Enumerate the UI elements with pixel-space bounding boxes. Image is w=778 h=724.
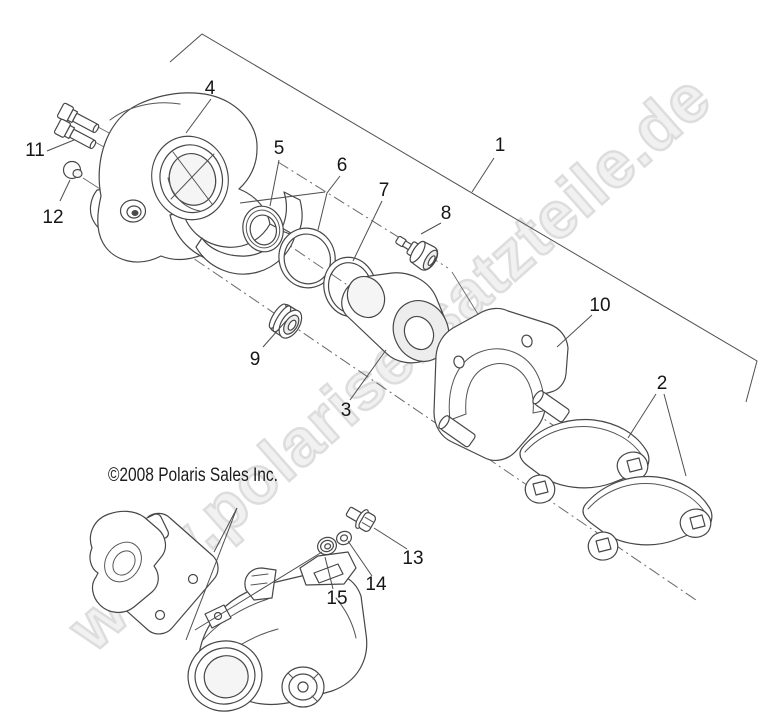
callout-6: 6 <box>337 155 348 176</box>
hub-carrier-drawing <box>187 551 368 712</box>
callout-leaders <box>46 98 687 590</box>
callout-4: 4 <box>205 78 216 99</box>
callout-15: 15 <box>326 588 347 609</box>
guide-pin-upper <box>532 390 570 423</box>
assembled-caliper-drawing <box>89 510 219 635</box>
callout-7: 7 <box>379 180 390 201</box>
piston-drawing <box>341 272 450 364</box>
washer-large-drawing <box>317 536 337 556</box>
assembly-wedge-arm-a <box>213 507 238 553</box>
assembly-wedge-arm-b <box>185 507 238 641</box>
hub-bore <box>187 640 263 712</box>
cap-plug-drawing <box>62 160 83 180</box>
o-ring-large-drawing <box>278 227 336 289</box>
callout-3: 3 <box>341 400 352 421</box>
callout-12: 12 <box>42 207 63 228</box>
guide-pin-lower <box>438 415 476 448</box>
callout-5: 5 <box>274 138 285 159</box>
brake-pads-drawing <box>519 418 713 561</box>
seal-ring-drawing <box>242 205 284 253</box>
bleeder-centerline <box>277 161 449 269</box>
flange-bolt-drawing <box>345 506 377 532</box>
callout-2: 2 <box>657 373 668 394</box>
annotation-lines <box>169 33 758 641</box>
caliper-groove-line <box>239 191 326 204</box>
callout-8: 8 <box>441 203 452 224</box>
brake-pad <box>519 418 650 504</box>
mounting-bolts-drawing <box>53 102 100 154</box>
callout-labels: 1 2 3 4 5 6 7 8 9 10 11 12 13 14 15 <box>25 78 667 609</box>
callout-1: 1 <box>495 135 506 156</box>
bleeder-fitting-drawing <box>395 235 439 271</box>
callout-13: 13 <box>402 548 423 569</box>
callout-14: 14 <box>365 574 387 595</box>
hub-hardware-line <box>194 551 323 631</box>
callout-10: 10 <box>589 295 610 316</box>
copyright-text: ©2008 Polaris Sales Inc. <box>108 465 278 486</box>
callout-11: 11 <box>25 140 45 161</box>
fastener-hardware-drawing <box>317 506 377 556</box>
callout-9: 9 <box>250 349 261 370</box>
assembly-bracket-line <box>169 33 758 403</box>
grommet-seal-drawing <box>268 303 303 339</box>
mounting-bracket-drawing <box>433 307 570 461</box>
